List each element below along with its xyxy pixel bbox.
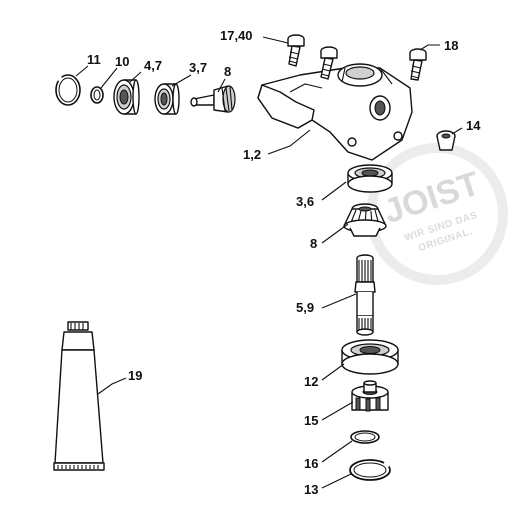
plug-screw [436,130,456,151]
callout-13: 13 [304,482,318,497]
callout-8-top: 8 [224,64,231,79]
circlip-11 [55,74,81,106]
callout-1-2: 1,2 [243,147,261,162]
housing-screw-18 [409,48,427,81]
pinion-8-top [190,85,236,113]
callout-3-6: 3,6 [296,194,314,209]
callout-labels: 17,40 18 11 10 4,7 3,7 8 14 1,2 3,6 8 5,… [87,28,481,497]
callout-18: 18 [444,38,458,53]
drive-shaft-5-9 [354,254,376,336]
callout-16: 16 [304,456,318,471]
housing-screw-1 [287,34,305,67]
ball-bearing-3-7-top [154,83,180,115]
callout-19: 19 [128,368,142,383]
callout-4-7: 4,7 [144,58,162,73]
callout-14: 14 [466,118,481,133]
callout-5-9: 5,9 [296,300,314,315]
callout-12: 12 [304,374,318,389]
gear-housing [257,63,413,161]
leader-lines [75,36,463,489]
ball-bearing-4-7 [113,79,140,115]
callout-11: 11 [87,52,101,67]
callout-8-mid: 8 [310,236,317,251]
ball-bearing-12 [341,339,399,375]
callout-10: 10 [115,54,129,69]
bevel-gear-8 [343,203,387,237]
retaining-ring-16 [350,430,380,444]
callout-3-7-top: 3,7 [189,60,207,75]
ring-10 [90,86,104,104]
grease-tube-19 [53,321,105,471]
callout-15: 15 [304,413,318,428]
housing-screw-2 [320,46,338,80]
ball-bearing-3-6 [347,164,393,193]
callout-17-40: 17,40 [220,28,253,43]
circlip-13 [349,459,391,481]
pinion-15 [351,380,389,412]
